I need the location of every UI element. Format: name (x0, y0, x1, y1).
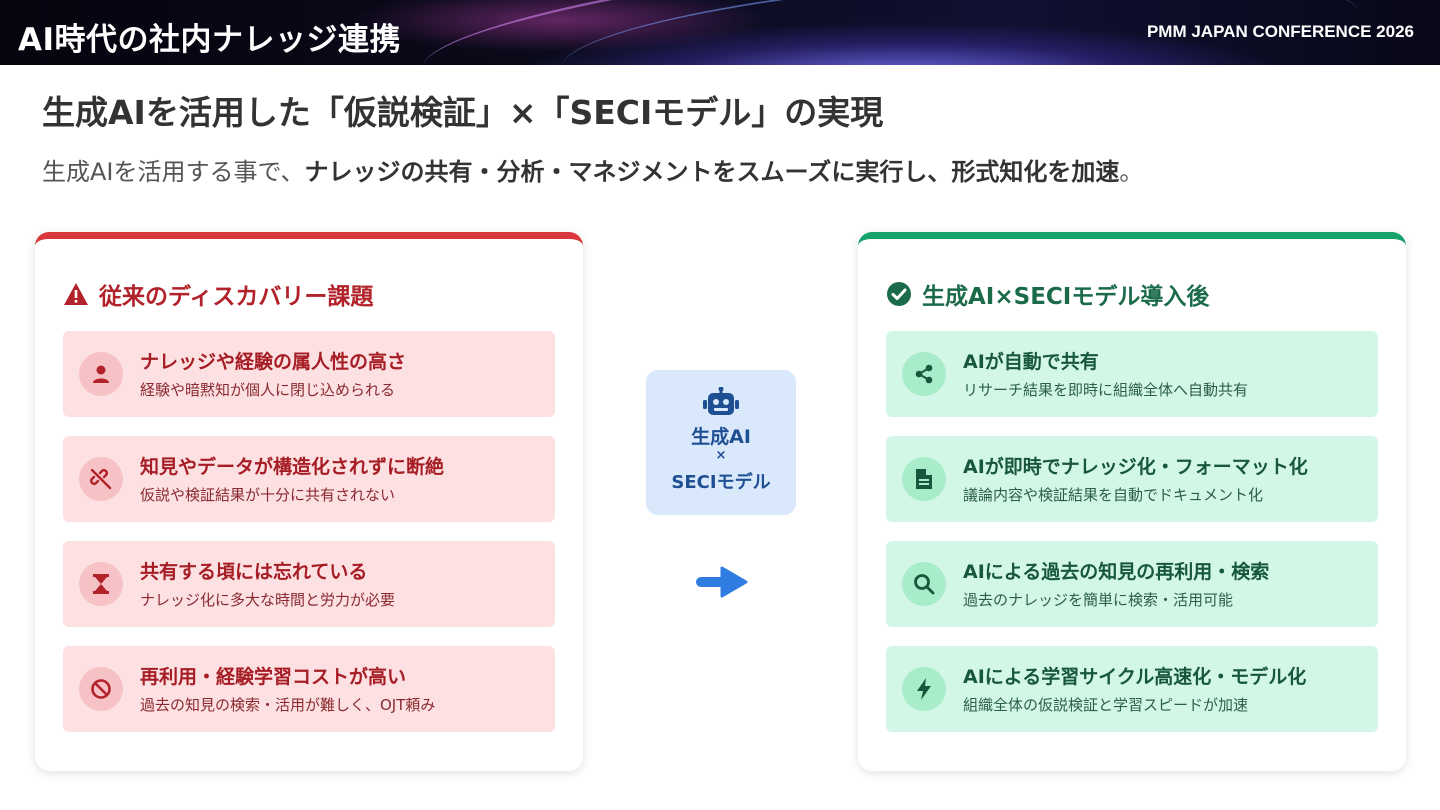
challenge-item: 再利用・経験学習コストが高い 過去の知見の検索・活用が難しく、OJT頼み (63, 646, 555, 732)
document-icon (902, 457, 946, 501)
challenge-title: 知見やデータが構造化されずに断絶 (140, 456, 445, 478)
user-icon (79, 352, 123, 396)
challenge-desc: 仮説や検証結果が十分に共有されない (140, 486, 396, 504)
solution-title: AIによる学習サイクル高速化・モデル化 (963, 666, 1307, 688)
solution-item: AIが即時でナレッジ化・フォーマット化 議論内容や検証結果を自動でドキュメント化 (886, 436, 1378, 522)
solution-desc: 過去のナレッジを簡単に検索・活用可能 (963, 591, 1234, 609)
solution-title: AIによる過去の知見の再利用・検索 (963, 561, 1270, 583)
challenge-title: 再利用・経験学習コストが高い (140, 666, 407, 688)
solutions-panel: 生成AI×SECIモデル導入後 AIが自動で共有 リサーチ結果を即時に組織全体へ… (858, 232, 1406, 771)
solutions-title: 生成AI×SECIモデル導入後 (922, 284, 1210, 310)
challenges-title: 従来のディスカバリー課題 (99, 284, 374, 310)
ban-icon (79, 667, 123, 711)
solutions-heading: 生成AI×SECIモデル導入後 (886, 277, 1209, 311)
challenge-desc: 過去の知見の検索・活用が難しく、OJT頼み (140, 696, 436, 714)
conference-name: PMM JAPAN CONFERENCE 2026 (1146, 22, 1414, 41)
solution-desc: リサーチ結果を即時に組織全体へ自動共有 (963, 381, 1249, 399)
challenges-heading: 従来のディスカバリー課題 (63, 277, 373, 311)
hourglass-icon (79, 562, 123, 606)
broken-link-icon (79, 457, 123, 501)
solution-desc: 組織全体の仮説検証と学習スピードが加速 (963, 696, 1249, 714)
solution-item: AIが自動で共有 リサーチ結果を即時に組織全体へ自動共有 (886, 331, 1378, 417)
bolt-icon (902, 667, 946, 711)
page-subtitle: 生成AIを活用する事で、ナレッジの共有・分析・マネジメントをスムーズに実行し、形… (42, 152, 1143, 187)
subtitle-bold: ナレッジの共有・分析・マネジメントをスムーズに実行し、形式知化を加速 (304, 158, 1120, 186)
challenge-item: 知見やデータが構造化されずに断絶 仮説や検証結果が十分に共有されない (63, 436, 555, 522)
challenges-panel: 従来のディスカバリー課題 ナレッジや経験の属人性の高さ 経験や暗黙知が個人に閉じ… (35, 232, 583, 771)
warning-icon (64, 283, 88, 305)
header-banner: AI時代の社内ナレッジ連携 PMM JAPAN CONFERENCE 2026 (0, 0, 1440, 65)
challenge-item: 共有する頃には忘れている ナレッジ化に多大な時間と労力が必要 (63, 541, 555, 627)
check-circle-icon (887, 282, 911, 306)
badge-line-1: 生成AI (691, 426, 751, 448)
challenge-title: ナレッジや経験の属人性の高さ (140, 351, 407, 373)
solution-title: AIが即時でナレッジ化・フォーマット化 (963, 456, 1308, 478)
slide-title: AI時代の社内ナレッジ連携 (18, 22, 402, 58)
subtitle-plain: 生成AIを活用する事で、 (42, 158, 305, 186)
solution-item: AIによる過去の知見の再利用・検索 過去のナレッジを簡単に検索・活用可能 (886, 541, 1378, 627)
challenge-title: 共有する頃には忘れている (140, 561, 368, 583)
page-heading: 生成AIを活用した「仮説検証」×「SECIモデル」の実現 (42, 93, 884, 132)
badge-line-2: × (715, 448, 727, 463)
solution-desc: 議論内容や検証結果を自動でドキュメント化 (963, 486, 1264, 504)
challenge-item: ナレッジや経験の属人性の高さ 経験や暗黙知が個人に閉じ込められる (63, 331, 555, 417)
share-icon (902, 352, 946, 396)
badge-line-3: SECIモデル (671, 472, 771, 493)
challenge-desc: 経験や暗黙知が個人に閉じ込められる (140, 381, 396, 399)
challenge-desc: ナレッジ化に多大な時間と労力が必要 (140, 591, 396, 609)
solution-title: AIが自動で共有 (963, 351, 1099, 373)
solution-item: AIによる学習サイクル高速化・モデル化 組織全体の仮説検証と学習スピードが加速 (886, 646, 1378, 732)
ai-seci-badge: 生成AI × SECIモデル (646, 370, 796, 515)
robot-icon (703, 387, 739, 415)
subtitle-end: 。 (1119, 158, 1144, 186)
search-icon (902, 562, 946, 606)
arrow-right-icon (696, 566, 748, 598)
